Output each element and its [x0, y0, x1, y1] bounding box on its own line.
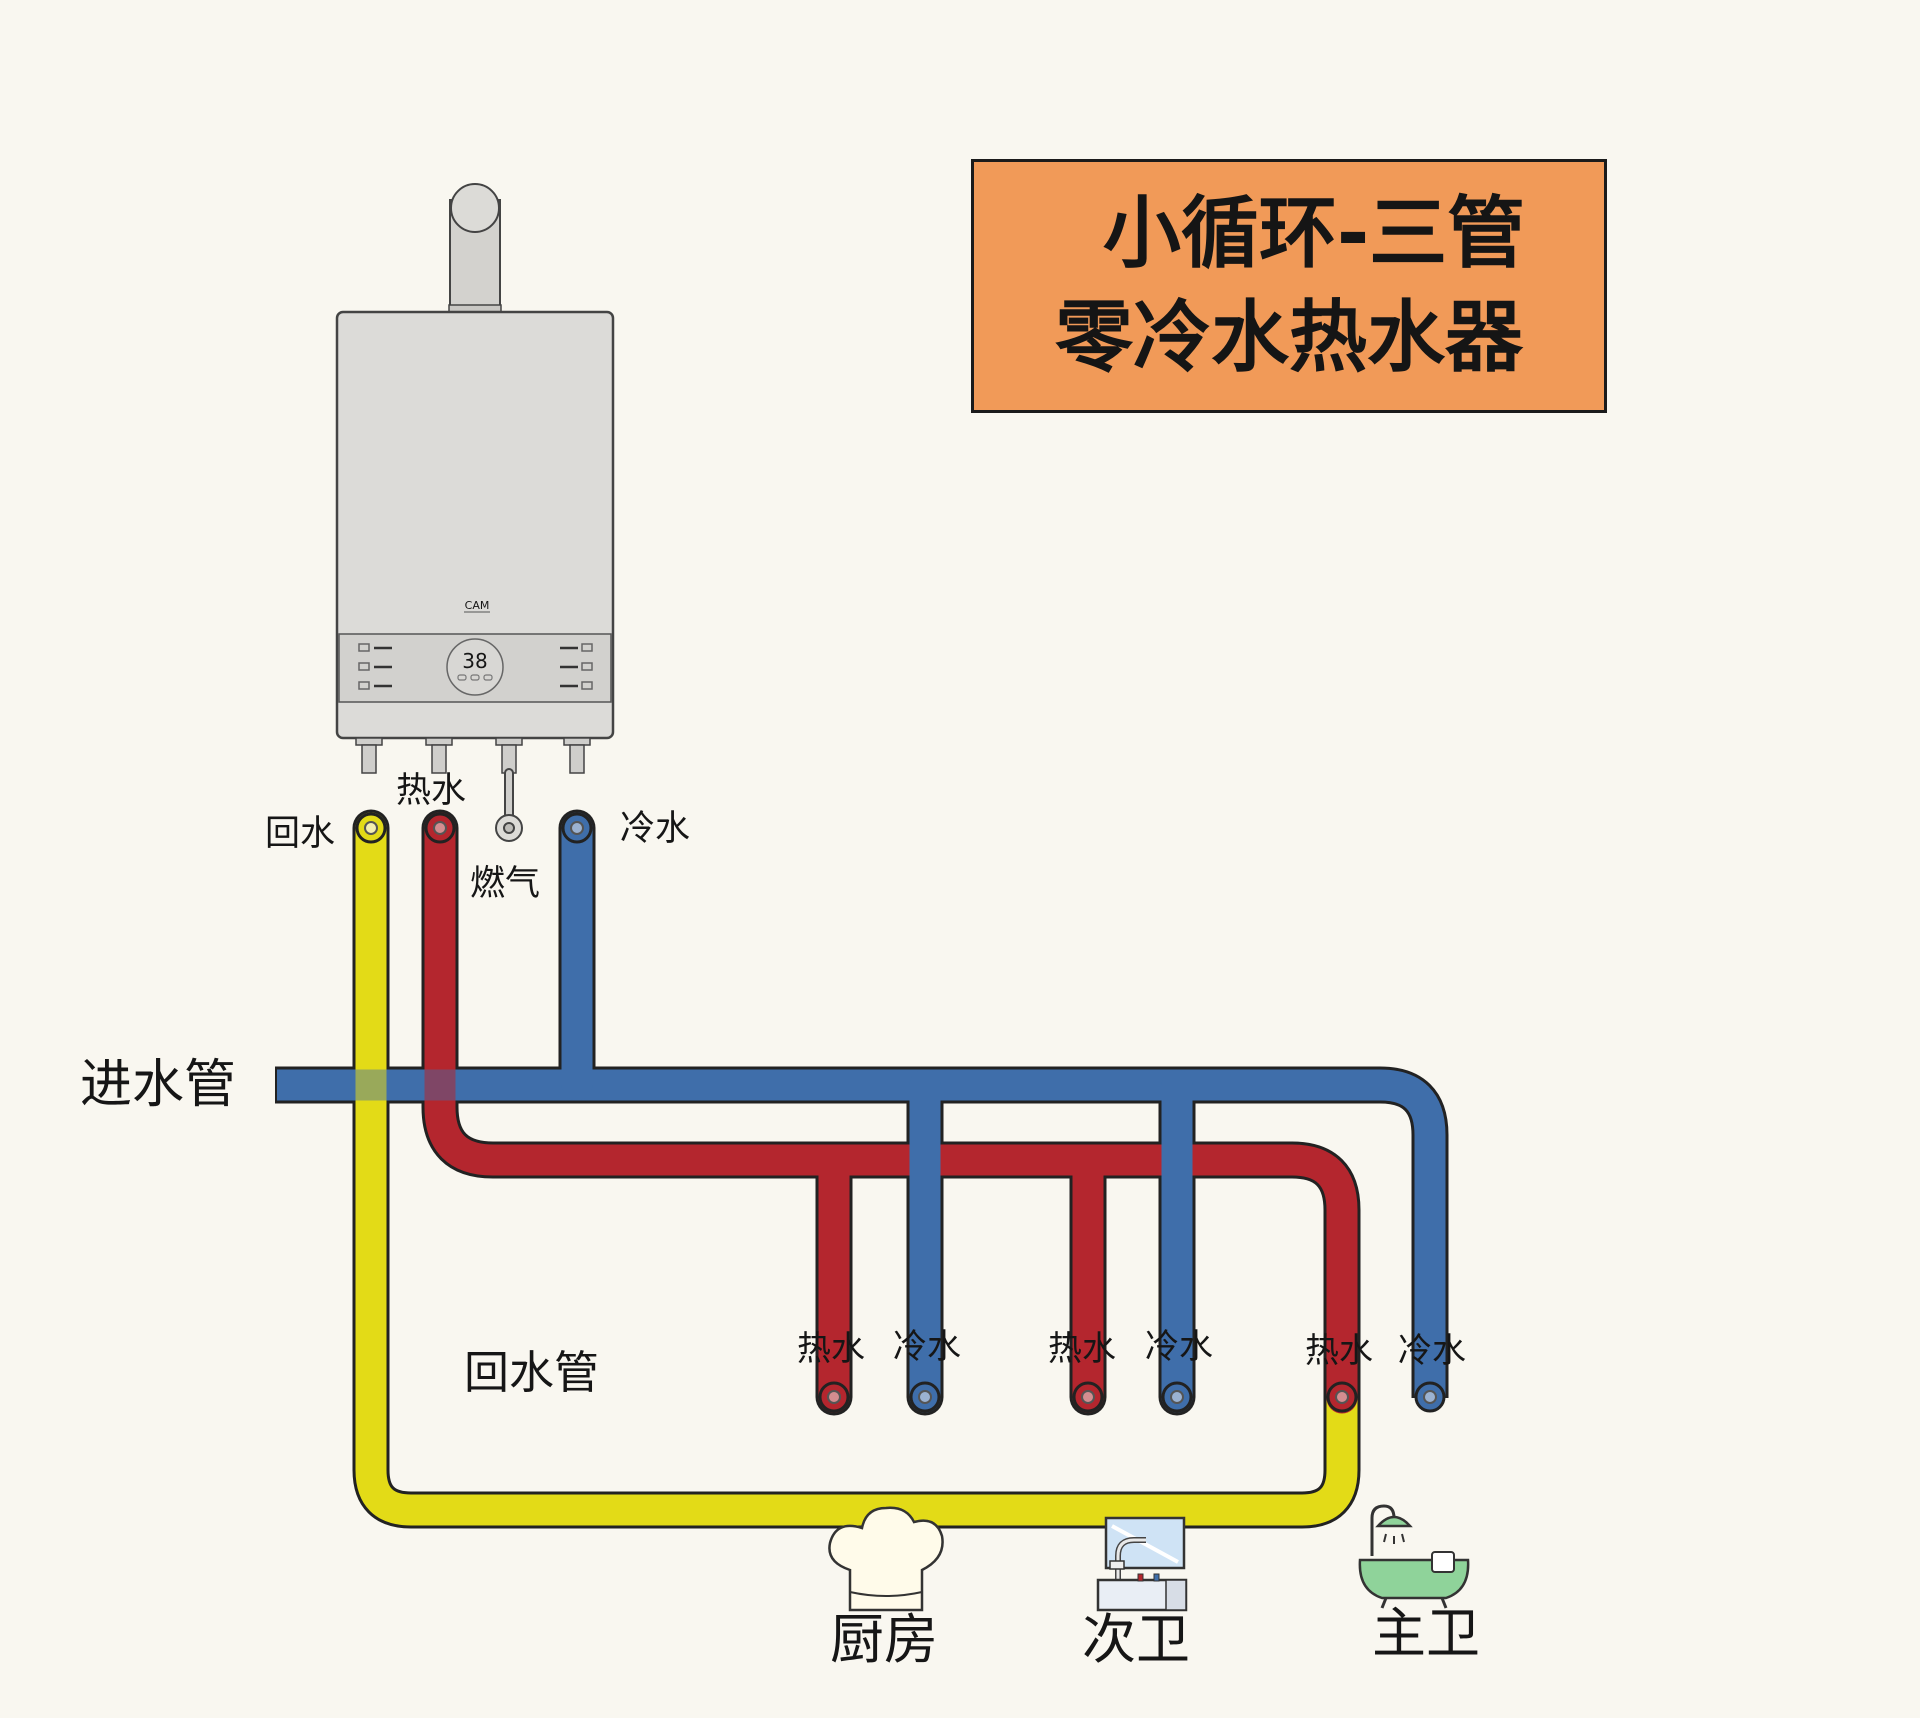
room-label-master-bath: 主卫: [1372, 1602, 1480, 1665]
outlet-cold-label: 冷水: [893, 1327, 961, 1367]
room-label-second-bath: 次卫: [1082, 1608, 1190, 1671]
water-heater: CAM 38: [335, 183, 615, 774]
temperature-value: 38: [462, 649, 487, 673]
port-label-cold: 冷水: [620, 809, 690, 849]
outlet-labels: 热水 冷水 热水 冷水 热水 冷水: [797, 1327, 1466, 1371]
port-labels: 回水 热水 燃气 冷水: [265, 771, 690, 904]
port-label-return: 回水: [265, 814, 335, 854]
title-line-1: 小循环-三管: [1102, 189, 1526, 279]
gas-fitting: [495, 768, 523, 842]
outlet-cold-label: 冷水: [1398, 1331, 1466, 1371]
outlet-cold-label: 冷水: [1145, 1327, 1213, 1367]
port-label-gas: 燃气: [470, 864, 540, 904]
room-label-kitchen: 厨房: [830, 1608, 938, 1671]
inlet-pipe-label: 进水管: [80, 1055, 236, 1115]
title-box: 小循环-三管 零冷水热水器: [971, 159, 1607, 413]
sink-faucet-icon: [1096, 1516, 1188, 1612]
room-labels: 厨房 次卫 主卫: [830, 1602, 1480, 1671]
title-line-2: 零冷水热水器: [1054, 293, 1523, 383]
return-pipe-label: 回水管: [464, 1346, 599, 1399]
bathtub-shower-icon: [1358, 1504, 1470, 1609]
return-pipe: [355, 812, 1358, 1526]
panel-right-buttons[interactable]: [560, 643, 593, 690]
cold-pipe: [277, 1069, 1446, 1398]
heater-body: [335, 310, 615, 740]
flue-cap: [450, 183, 500, 233]
hot-pipe: [424, 812, 1358, 1414]
outlet-hot-label: 热水: [797, 1329, 865, 1369]
brand-label: CAM: [465, 599, 490, 612]
chef-hat-icon: [828, 1506, 944, 1612]
pipes: [275, 768, 1449, 1529]
outlet-hot-label: 热水: [1305, 1331, 1373, 1371]
outlet-caps: [818, 1381, 1446, 1413]
temperature-display: [446, 638, 504, 696]
panel-left-buttons[interactable]: [358, 643, 392, 690]
port-label-hot: 热水: [396, 771, 466, 811]
outlet-hot-label: 热水: [1048, 1329, 1116, 1369]
heater-fittings: [355, 737, 591, 774]
pipe-labels: 进水管 回水管: [80, 1055, 599, 1399]
heater-pipe-caps: [355, 812, 593, 844]
